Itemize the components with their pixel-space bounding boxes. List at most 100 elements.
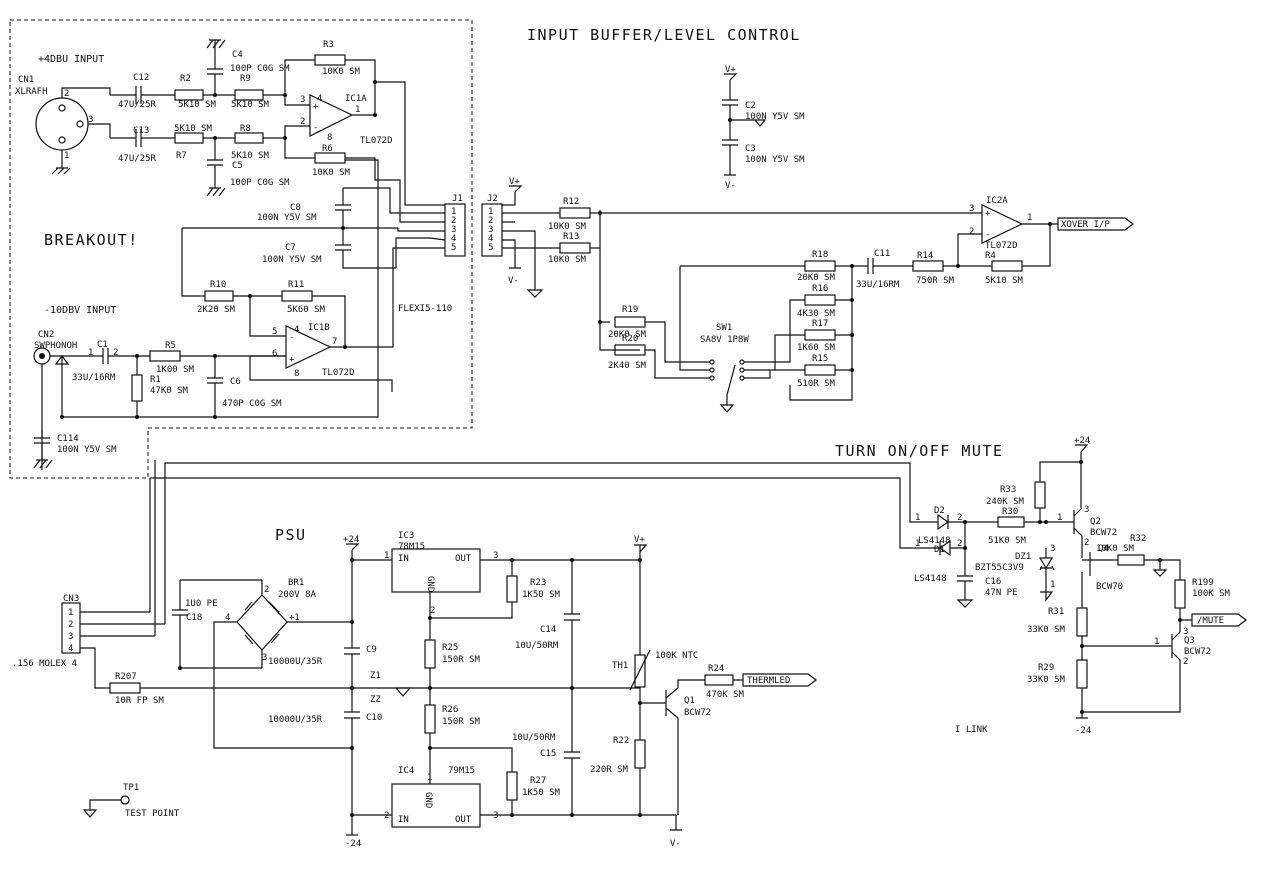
c9-label: C9 bbox=[366, 645, 377, 655]
q1-label: Q1 bbox=[684, 696, 695, 706]
c10-value: 10000U/35R bbox=[268, 715, 323, 725]
ic4-label: IC4 bbox=[398, 766, 414, 776]
j1-label: J1 bbox=[452, 194, 463, 204]
c11-value: 33U/16RM bbox=[856, 280, 900, 290]
r8-label: R8 bbox=[240, 124, 251, 134]
resistor-r207 bbox=[109, 682, 141, 694]
cn1-name: CN1 bbox=[18, 75, 34, 85]
resistor-r14 bbox=[912, 260, 944, 272]
svg-text:1: 1 bbox=[451, 207, 456, 217]
c13-label: C13 bbox=[133, 126, 149, 136]
svg-text:+: + bbox=[985, 209, 991, 219]
r33-label: R33 bbox=[1000, 485, 1016, 495]
svg-text:5: 5 bbox=[272, 327, 277, 337]
svg-text:1: 1 bbox=[384, 551, 389, 561]
c2-value: 100N Y5V SM bbox=[745, 112, 805, 122]
resistor-r17 bbox=[804, 329, 836, 341]
tp1-text: TEST POINT bbox=[125, 809, 180, 819]
svg-text:4: 4 bbox=[294, 325, 299, 335]
j2-label: J2 bbox=[487, 194, 498, 204]
c114-value: 100N Y5V SM bbox=[57, 445, 117, 455]
c15-label: C15 bbox=[540, 749, 556, 759]
mute-net-flag bbox=[1191, 613, 1247, 627]
svg-text:7: 7 bbox=[332, 337, 337, 347]
svg-text:1: 1 bbox=[915, 513, 920, 523]
r199-value: 100K SM bbox=[1192, 589, 1231, 599]
br1-label: BR1 bbox=[288, 578, 304, 588]
r25-value: 150R SM bbox=[442, 655, 481, 665]
transistor-q2 bbox=[1066, 507, 1083, 548]
r7-value: 5K10 SM bbox=[174, 124, 213, 134]
svg-text:6: 6 bbox=[272, 349, 277, 359]
q4-type: BCW70 bbox=[1096, 582, 1123, 592]
c12-value: 47U/25R bbox=[118, 100, 157, 110]
r18-value: 20K0 SM bbox=[797, 273, 836, 283]
resistor-r4 bbox=[991, 260, 1023, 272]
resistor-r25 bbox=[424, 639, 436, 669]
c14-label: C14 bbox=[540, 625, 556, 635]
r11-value: 5K60 SM bbox=[287, 305, 326, 315]
ic3-type: 78M15 bbox=[398, 542, 425, 552]
r17-label: R17 bbox=[812, 319, 828, 329]
r3-value: 10K0 SM bbox=[322, 67, 361, 77]
q3-label: Q3 bbox=[1184, 636, 1195, 646]
q2-label: Q2 bbox=[1090, 517, 1101, 527]
resistor-r9 bbox=[234, 89, 264, 101]
regulator-ic3 bbox=[391, 548, 481, 593]
resistor-r23 bbox=[506, 575, 518, 603]
c13-value: 47U/25R bbox=[118, 154, 157, 164]
svg-text:+: + bbox=[313, 102, 319, 112]
svg-text:2: 2 bbox=[1183, 657, 1188, 667]
c7-value: 100N Y5V SM bbox=[262, 255, 322, 265]
title-psu: PSU bbox=[275, 526, 307, 544]
r11-label: R11 bbox=[288, 280, 304, 290]
svg-text:3: 3 bbox=[300, 95, 305, 105]
r31-label: R31 bbox=[1048, 607, 1064, 617]
svg-text:2: 2 bbox=[64, 89, 69, 99]
resistor-r12 bbox=[559, 207, 591, 219]
svg-text:1: 1 bbox=[68, 608, 73, 618]
diode-d1 bbox=[930, 522, 966, 557]
c2-label: C2 bbox=[745, 101, 756, 111]
r19-value: 20K0 SM bbox=[608, 330, 647, 340]
svg-text:3: 3 bbox=[493, 811, 498, 821]
resistor-r7 bbox=[174, 132, 204, 144]
r207-label: R207 bbox=[115, 672, 137, 682]
svg-text:1: 1 bbox=[355, 105, 360, 115]
ic1a-label: IC1A bbox=[345, 94, 367, 104]
svg-text:2: 2 bbox=[488, 216, 493, 226]
resistor-r13 bbox=[559, 242, 591, 254]
ic3-in: IN bbox=[398, 554, 409, 564]
breakout-boundary bbox=[9, 19, 473, 479]
r27-label: R27 bbox=[530, 776, 546, 786]
r14-label: R14 bbox=[917, 251, 933, 261]
r9-label: R9 bbox=[240, 74, 251, 84]
psu-n24-label: -24 bbox=[345, 839, 361, 849]
svg-text:3: 3 bbox=[451, 225, 456, 235]
connector-cn3 bbox=[61, 602, 81, 654]
svg-text:1: 1 bbox=[488, 207, 493, 217]
resistor-r33 bbox=[1034, 481, 1046, 509]
r2-label: R2 bbox=[180, 74, 191, 84]
capacitor-c114 bbox=[33, 430, 53, 469]
ic2a-label: IC2A bbox=[986, 196, 1008, 206]
resistor-r32 bbox=[1117, 554, 1145, 566]
capacitor-c4 bbox=[206, 39, 226, 95]
connector-j1 bbox=[444, 203, 466, 257]
svg-text:1: 1 bbox=[1154, 637, 1159, 647]
bridge-rectifier-br1 bbox=[213, 580, 352, 749]
r25-label: R25 bbox=[442, 643, 458, 653]
d1-type: LS4148 bbox=[914, 574, 947, 584]
d1-label: D1 bbox=[934, 545, 945, 555]
resistor-r30 bbox=[997, 516, 1025, 528]
xlr-connector-cn1 bbox=[35, 87, 111, 175]
q4-label: Q4 bbox=[1098, 544, 1109, 554]
resistor-r10 bbox=[204, 290, 234, 302]
svg-text:2: 2 bbox=[957, 539, 962, 549]
xover-label: XOVER I/P bbox=[1061, 220, 1110, 230]
sw1-label: SW1 bbox=[716, 323, 732, 333]
r31-value: 33K0 SM bbox=[1027, 625, 1066, 635]
svg-text:4: 4 bbox=[68, 644, 73, 654]
resistor-r11 bbox=[281, 290, 313, 302]
